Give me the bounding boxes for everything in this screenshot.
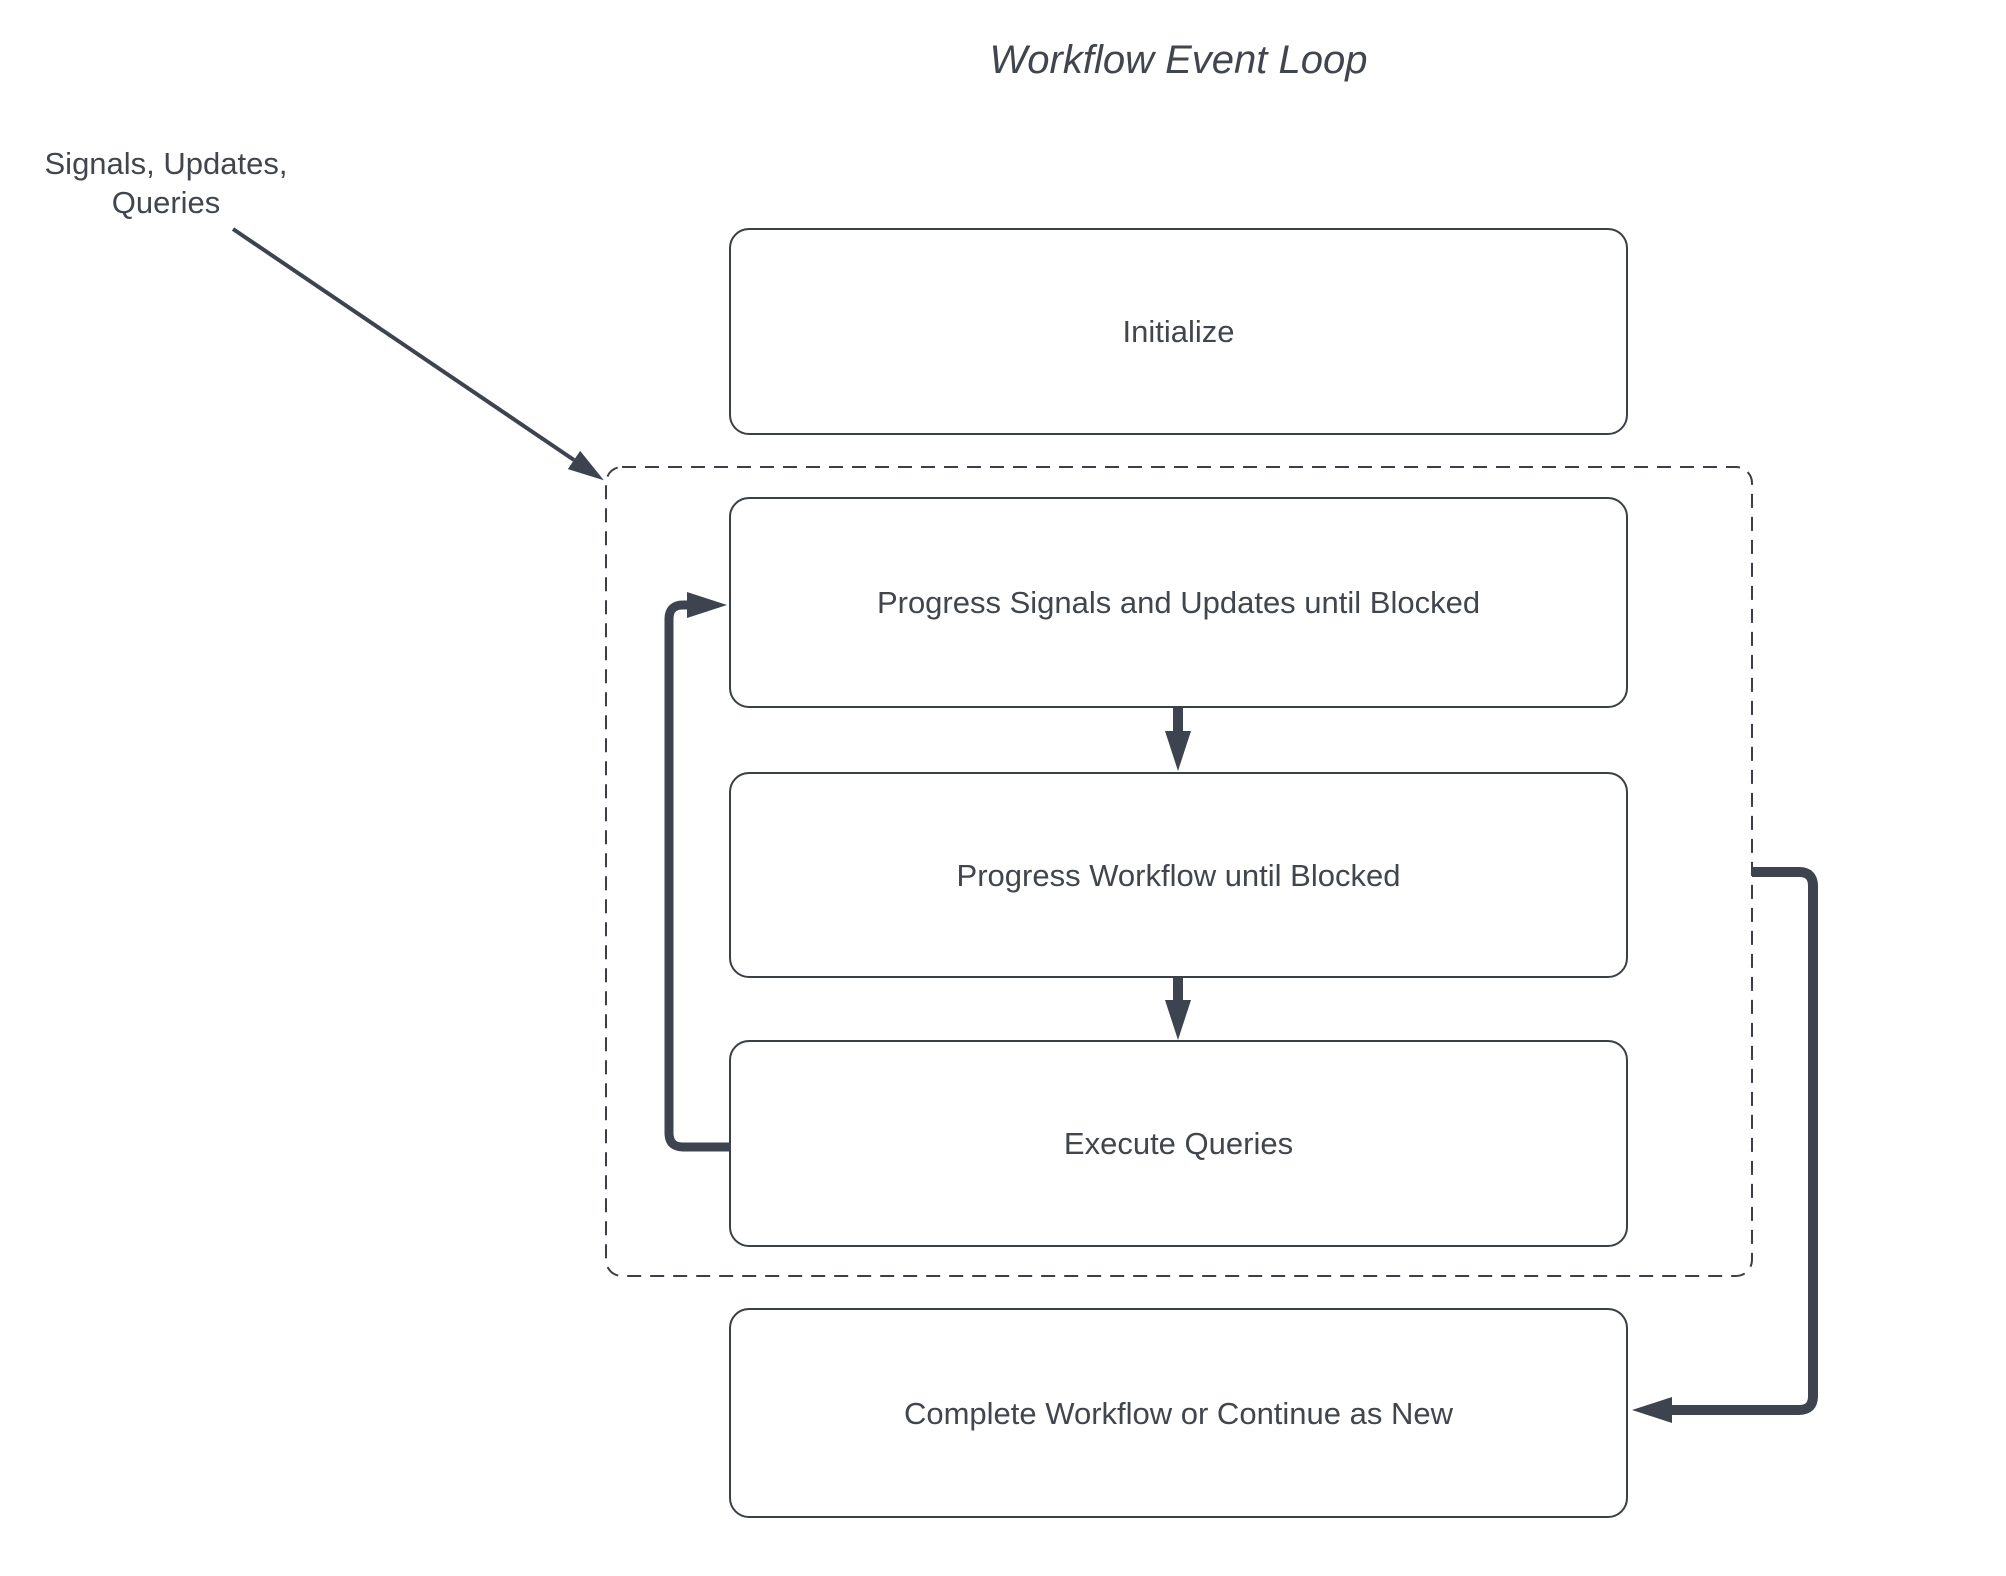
- node-progress-signals-label: Progress Signals and Updates until Block…: [876, 585, 1481, 620]
- input-arrow: [231, 227, 604, 481]
- annotation-line-1: Signals, Updates,: [44, 146, 288, 181]
- node-complete-workflow-label: Complete Workflow or Continue as New: [903, 1395, 1454, 1431]
- node-execute-queries: Execute Queries: [729, 1040, 1628, 1247]
- node-initialize-label: Initialize: [1122, 314, 1235, 349]
- continue-as-new-arrow: [1632, 867, 1818, 1423]
- diagram-title: Workflow Event Loop: [989, 38, 1368, 82]
- loop-back-arrow: [664, 592, 731, 1152]
- annotation-line-2: Queries: [111, 185, 221, 220]
- node-initialize: Initialize: [729, 228, 1628, 435]
- node-progress-workflow: Progress Workflow until Blocked: [729, 772, 1628, 978]
- node-progress-signals: Progress Signals and Updates until Block…: [729, 497, 1628, 708]
- signals-updates-queries-label: Signals, Updates, Queries: [16, 144, 316, 222]
- node-progress-workflow-label: Progress Workflow until Blocked: [956, 857, 1401, 893]
- node-complete-workflow: Complete Workflow or Continue as New: [729, 1308, 1628, 1518]
- node-execute-queries-label: Execute Queries: [1063, 1126, 1294, 1161]
